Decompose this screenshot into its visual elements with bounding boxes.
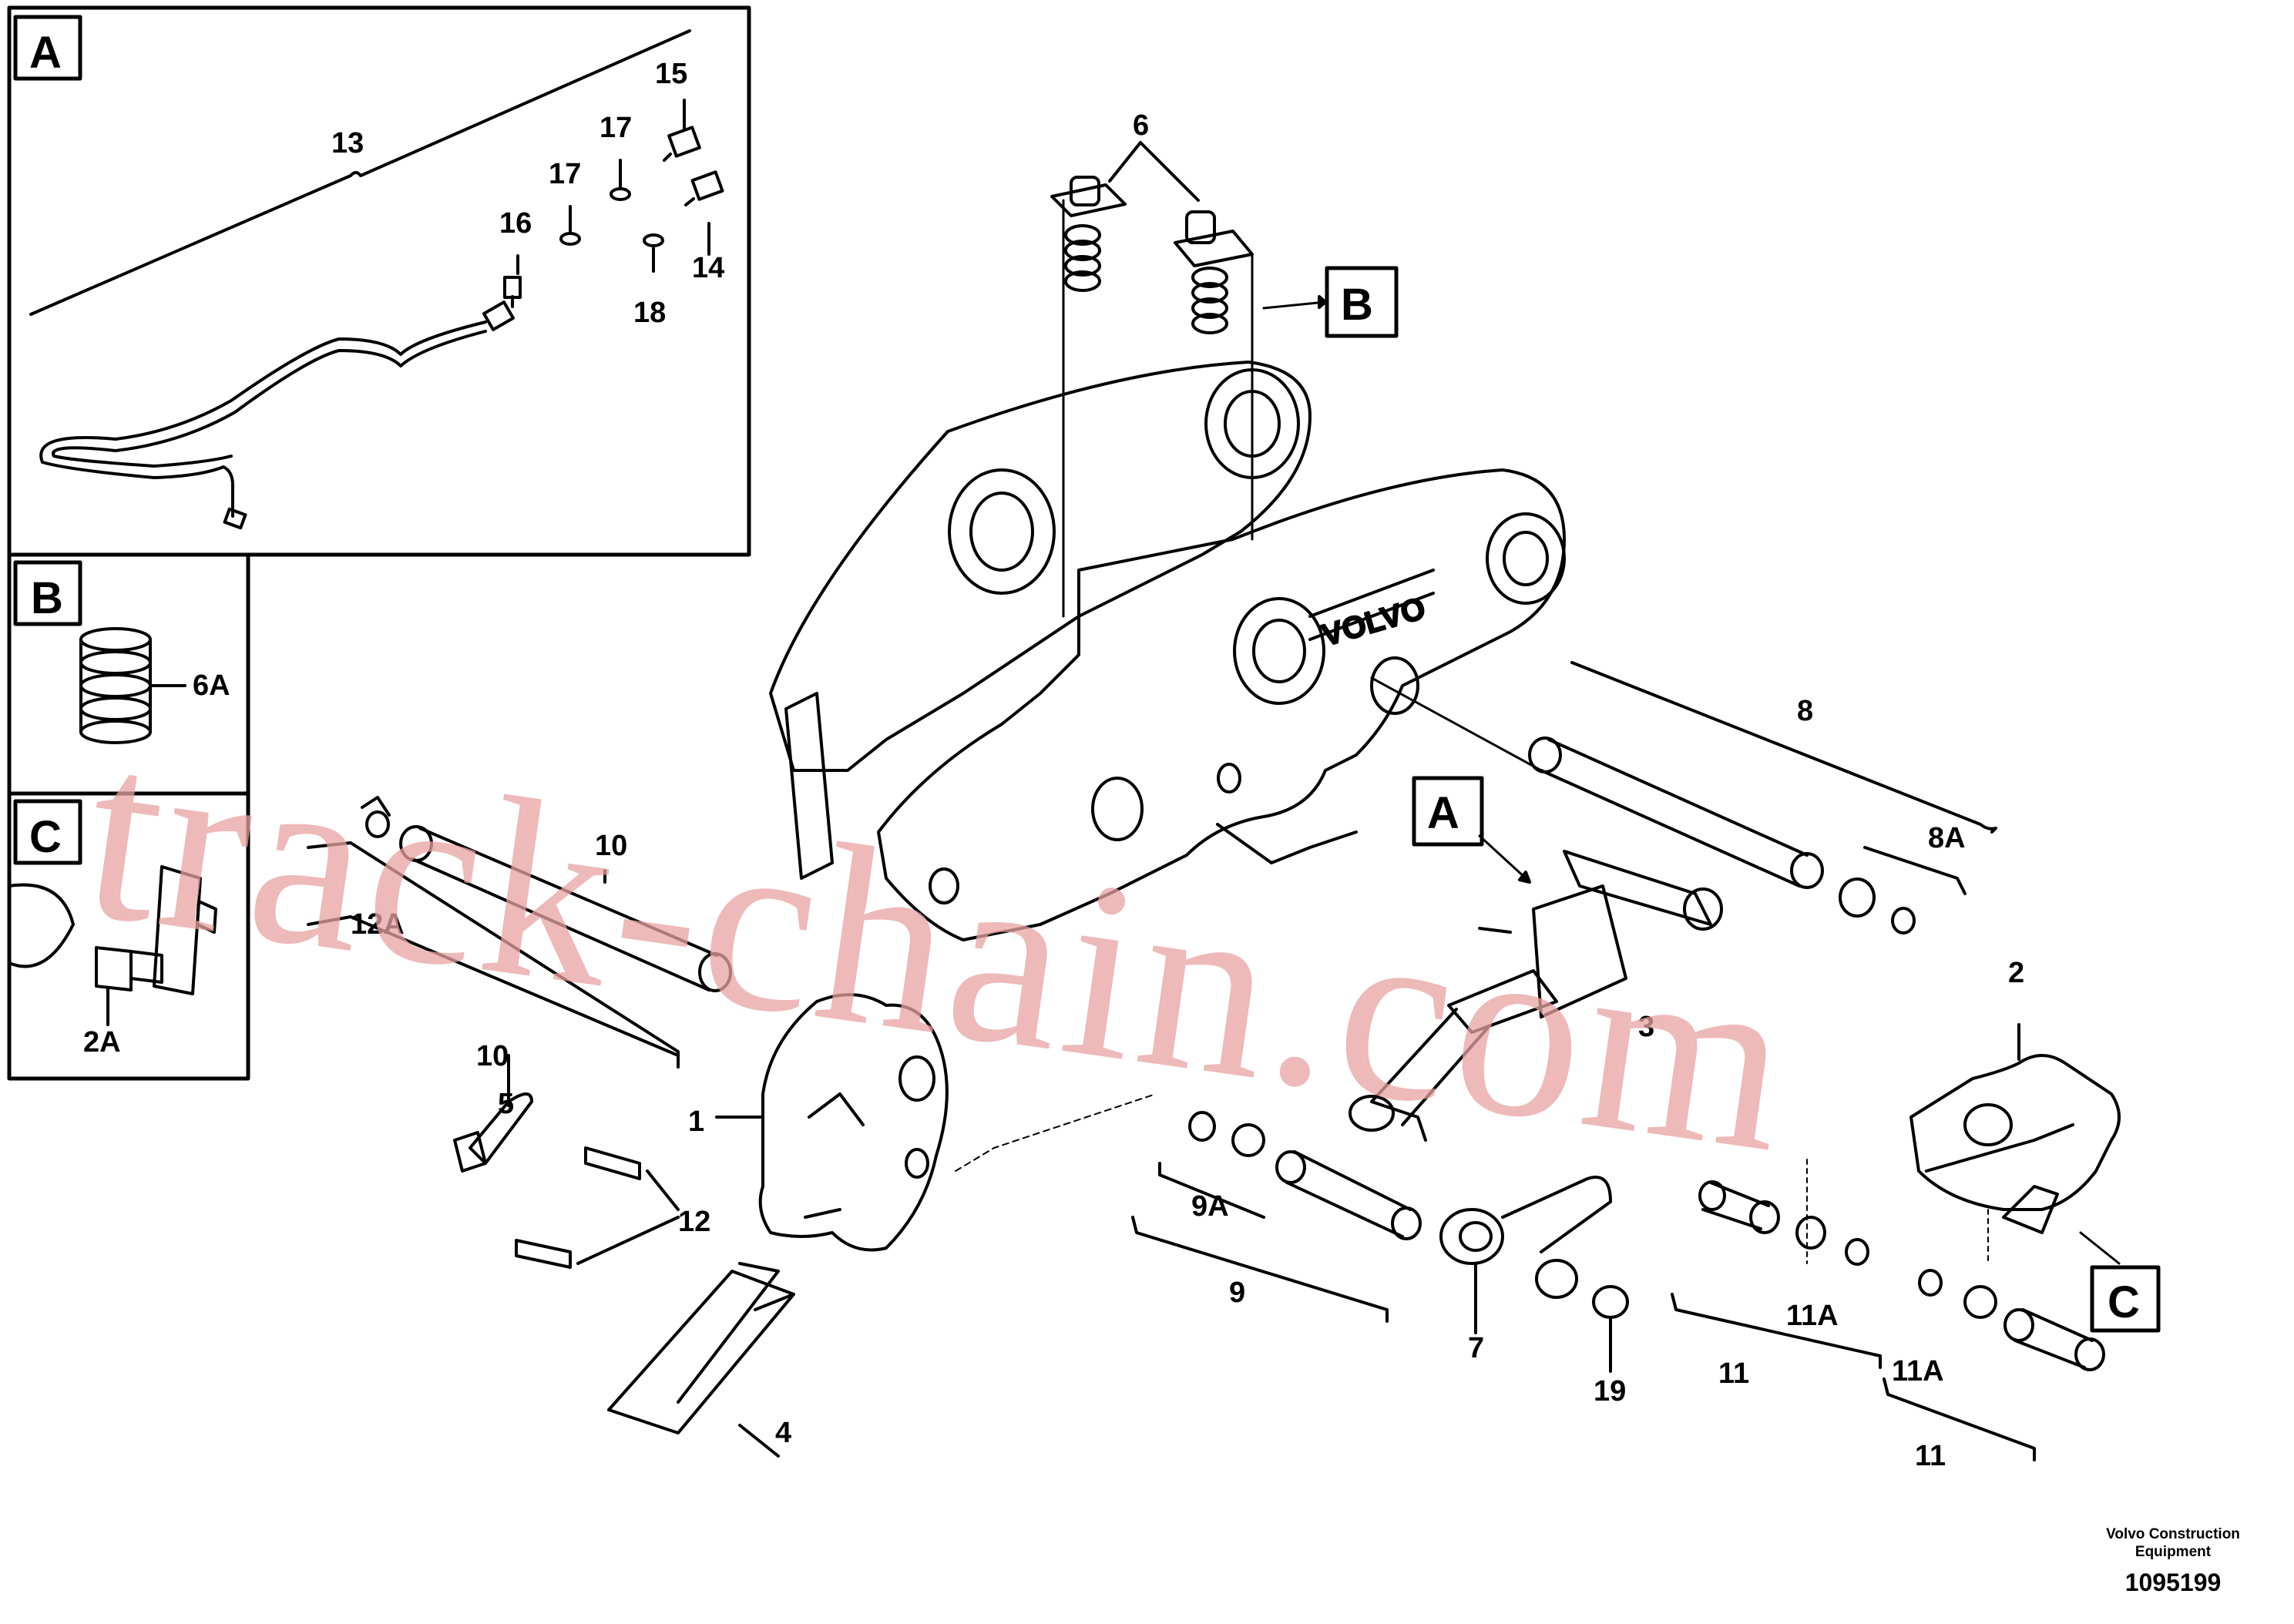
callout-2a: 2A <box>83 1026 121 1059</box>
callout-10-bottom: 10 <box>476 1040 509 1072</box>
callout-8a: 8A <box>1928 822 1966 854</box>
footer-line1: Volvo Construction <box>2106 1526 2240 1542</box>
callout-11a-upper: 11A <box>1786 1300 1839 1332</box>
cylinder-3 <box>1349 850 1723 1142</box>
callout-3: 3 <box>1638 1011 1654 1043</box>
callout-12a: 12A <box>351 908 405 941</box>
sensor-block <box>153 865 202 995</box>
link-7 <box>1439 1176 1629 1373</box>
valve-5 <box>453 1054 533 1173</box>
callout-12: 12 <box>678 1206 710 1238</box>
lock-body-1 <box>758 993 1157 1252</box>
callout-14: 14 <box>692 252 724 284</box>
callout-9: 9 <box>1229 1277 1245 1309</box>
callout-15: 15 <box>655 58 687 90</box>
plug-15 <box>663 126 701 162</box>
wedge-4 <box>607 1262 795 1434</box>
volvo-cast-lettering: VOLVO <box>1318 591 1429 653</box>
seal-ring-18 <box>643 233 664 247</box>
pin-9 <box>1131 1111 1422 1323</box>
seal-ring-17a <box>559 232 581 246</box>
callout-18: 18 <box>633 297 666 329</box>
callout-11a-lower: 11A <box>1892 1355 1944 1387</box>
frame-edge <box>8 883 75 968</box>
bracket-2 <box>1909 1023 2121 1234</box>
callout-11-lower: 11 <box>1915 1440 1946 1472</box>
callout-6: 6 <box>1133 109 1149 142</box>
pointer-tag-c: C <box>2108 1277 2140 1327</box>
callout-5: 5 <box>498 1088 514 1120</box>
pin-10 <box>307 796 732 1069</box>
box-letters: A B C B A C <box>29 28 2140 1327</box>
inset-callouts: 13 15 17 17 16 14 18 6A 2A <box>83 58 724 1059</box>
sensor-2a <box>95 946 133 992</box>
pin-8 <box>1370 661 1997 934</box>
callout-1: 1 <box>688 1106 704 1138</box>
pin-11a <box>1671 1180 1882 1369</box>
spring-6a <box>79 627 152 744</box>
callout-9a: 9A <box>1191 1190 1229 1223</box>
coupler-frame: VOLVO <box>769 361 1566 941</box>
drawing-number: 1095199 <box>2124 1569 2222 1596</box>
callout-13: 13 <box>331 127 364 159</box>
inset-a <box>7 5 751 557</box>
callout-2: 2 <box>2008 957 2024 989</box>
callout-7: 7 <box>1468 1332 1484 1364</box>
inset-c-letter: C <box>29 812 62 862</box>
pointer-tag-a: A <box>1427 788 1459 838</box>
callout-8: 8 <box>1797 695 1813 727</box>
plug-14 <box>684 170 724 206</box>
main-callouts: 6 8 8A 10 10 12A 1 2 3 4 5 7 9 9A 11 11 … <box>351 109 2024 1472</box>
fittings-12 <box>515 1146 680 1269</box>
footer-company: Volvo Construction Equipment <box>2081 1525 2265 1561</box>
seal-ring-17b <box>610 187 631 201</box>
callout-17b: 17 <box>549 158 581 190</box>
footer-line2: Equipment <box>2134 1544 2212 1560</box>
callout-16: 16 <box>499 207 532 240</box>
pin-11b <box>1883 1269 2105 1461</box>
fitting-16 <box>482 276 522 331</box>
callout-4: 4 <box>775 1417 791 1449</box>
inset-a-letter: A <box>29 28 62 78</box>
spring-assembly-6 <box>1050 176 1254 618</box>
inset-c <box>7 791 250 1081</box>
callout-19: 19 <box>1594 1375 1626 1408</box>
pointer-tag-b: B <box>1341 280 1373 330</box>
inset-b-letter: B <box>31 573 63 623</box>
callout-17a: 17 <box>600 112 632 144</box>
callout-11-upper: 11 <box>1718 1357 1749 1390</box>
pipe-13 <box>39 320 487 518</box>
callout-6a: 6A <box>193 669 230 702</box>
callout-10-top: 10 <box>595 830 627 862</box>
